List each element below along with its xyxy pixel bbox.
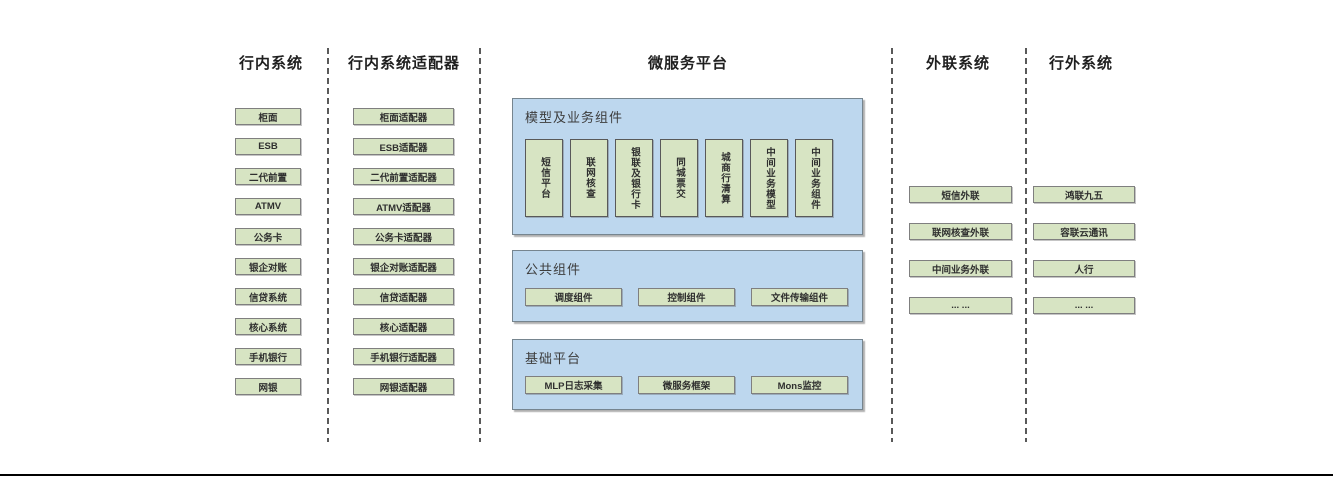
model-component-box: 同城票交: [660, 139, 698, 217]
adapter-box: 核心适配器: [353, 318, 454, 335]
panel-title: 模型及业务组件: [525, 110, 624, 125]
model-component-box: 短信平台: [525, 139, 563, 217]
common-component-box: 文件传输组件: [751, 288, 848, 306]
model-business-panel: 模型及业务组件 短信平台 联网核查 银联及银行卡 同城票交 城商行清算 中间业务…: [512, 98, 863, 235]
external-box: 联网核查外联: [909, 223, 1012, 240]
adapter-box: 手机银行适配器: [353, 348, 454, 365]
system-box: 二代前置: [235, 168, 301, 185]
system-box: 柜面: [235, 108, 301, 125]
model-component-box: 中间业务组件: [795, 139, 833, 217]
panel-title: 基础平台: [525, 351, 582, 366]
outside-box: 鸿联九五: [1033, 186, 1135, 203]
outside-systems-column: 鸿联九五 容联云通讯 人行 ... ...: [1033, 186, 1135, 314]
adapter-box: 银企对账适配器: [353, 258, 454, 275]
adapter-box: ATMV适配器: [353, 198, 454, 215]
adapter-box: ESB适配器: [353, 138, 454, 155]
external-box: 中间业务外联: [909, 260, 1012, 277]
column-divider: [891, 48, 893, 442]
external-systems-column: 短信外联 联网核查外联 中间业务外联 ... ...: [909, 186, 1012, 314]
internal-systems-column: 柜面 ESB 二代前置 ATMV 公务卡 银企对账 信贷系统 核心系统 手机银行…: [235, 108, 301, 395]
column-header-outside: 行外系统: [1048, 55, 1113, 72]
model-component-box: 中间业务模型: [750, 139, 788, 217]
common-component-row: 调度组件 控制组件 文件传输组件: [525, 288, 848, 306]
column-divider: [1025, 48, 1027, 442]
system-box: 网银: [235, 378, 301, 395]
base-component-box: Mons监控: [751, 376, 848, 394]
common-components-panel: 公共组件 调度组件 控制组件 文件传输组件: [512, 250, 863, 322]
adapters-column: 柜面适配器 ESB适配器 二代前置适配器 ATMV适配器 公务卡适配器 银企对账…: [353, 108, 454, 395]
system-box: ATMV: [235, 198, 301, 215]
adapter-box: 柜面适配器: [353, 108, 454, 125]
outside-box: ... ...: [1033, 297, 1135, 314]
outside-box: 容联云通讯: [1033, 223, 1135, 240]
common-component-box: 控制组件: [638, 288, 735, 306]
base-platform-panel: 基础平台 MLP日志采集 微服务框架 Mons监控: [512, 339, 863, 410]
model-component-row: 短信平台 联网核查 银联及银行卡 同城票交 城商行清算 中间业务模型 中间业务组…: [525, 139, 833, 217]
outside-box: 人行: [1033, 260, 1135, 277]
base-component-row: MLP日志采集 微服务框架 Mons监控: [525, 376, 848, 394]
model-component-box: 联网核查: [570, 139, 608, 217]
base-component-box: 微服务框架: [638, 376, 735, 394]
system-box: 公务卡: [235, 228, 301, 245]
column-divider: [479, 48, 481, 442]
column-divider: [327, 48, 329, 442]
panel-title: 公共组件: [525, 262, 582, 277]
system-box: 银企对账: [235, 258, 301, 275]
column-header-platform: 微服务平台: [647, 55, 728, 72]
column-header-external: 外联系统: [925, 55, 990, 72]
model-component-box: 城商行清算: [705, 139, 743, 217]
base-component-box: MLP日志采集: [525, 376, 622, 394]
external-box: ... ...: [909, 297, 1012, 314]
external-box: 短信外联: [909, 186, 1012, 203]
column-header-adapters: 行内系统适配器: [347, 55, 460, 72]
adapter-box: 二代前置适配器: [353, 168, 454, 185]
system-box: 手机银行: [235, 348, 301, 365]
adapter-box: 公务卡适配器: [353, 228, 454, 245]
adapter-box: 网银适配器: [353, 378, 454, 395]
column-header-internal: 行内系统: [238, 55, 303, 72]
system-box: 信贷系统: [235, 288, 301, 305]
model-component-box: 银联及银行卡: [615, 139, 653, 217]
system-box: 核心系统: [235, 318, 301, 335]
common-component-box: 调度组件: [525, 288, 622, 306]
system-box: ESB: [235, 138, 301, 155]
bottom-rule: [0, 474, 1333, 476]
adapter-box: 信贷适配器: [353, 288, 454, 305]
